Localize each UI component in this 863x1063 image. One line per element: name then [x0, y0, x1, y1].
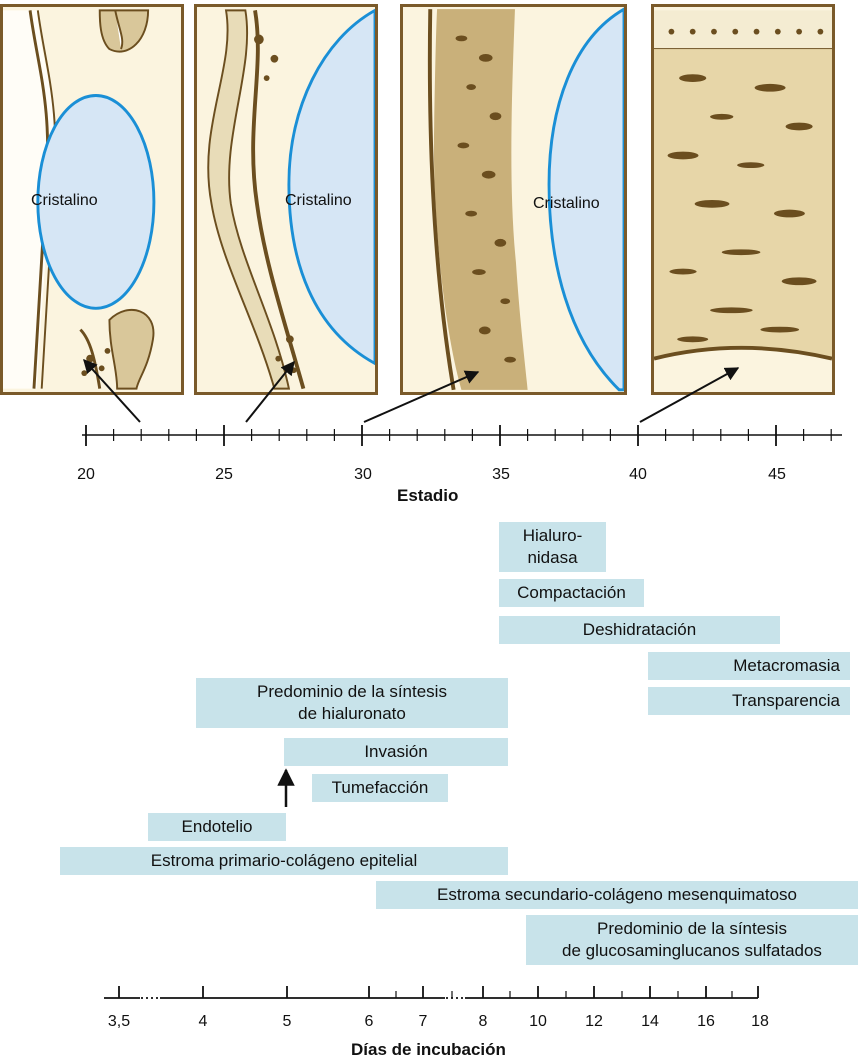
- day-tick-8: 8: [463, 1013, 503, 1031]
- bar-invasion: Invasión: [284, 738, 508, 766]
- day-tick-5: 5: [267, 1013, 307, 1031]
- day-tick-3-5: 3,5: [99, 1013, 139, 1031]
- stage-tick-25: 25: [204, 466, 244, 484]
- bar-tumefaccion: Tumefacción: [312, 774, 448, 802]
- day-tick-18: 18: [740, 1013, 780, 1031]
- day-tick-10: 10: [518, 1013, 558, 1031]
- bar-estroma-primario: Estroma primario-colágeno epitelial: [60, 847, 508, 875]
- stage-tick-45: 45: [757, 466, 797, 484]
- stage-axis-title: Estadio: [397, 486, 458, 506]
- stage-tick-30: 30: [343, 466, 383, 484]
- panel-stage-44-illustration: [654, 7, 832, 392]
- day-tick-12: 12: [574, 1013, 614, 1031]
- day-tick-16: 16: [686, 1013, 726, 1031]
- bar-endotelio: Endotelio: [148, 813, 286, 841]
- panel-stage-25: Cristalino: [194, 4, 378, 395]
- lens-label-3: Cristalino: [533, 195, 600, 213]
- lens-label-2: Cristalino: [285, 192, 352, 210]
- bar-estroma-secundario: Estroma secundario-colágeno mesenquimato…: [376, 881, 858, 909]
- stage-tick-20: 20: [66, 466, 106, 484]
- bar-metacromasia: Metacromasia: [648, 652, 850, 680]
- stage-tick-40: 40: [618, 466, 658, 484]
- bar-compactacion: Compactación: [499, 579, 644, 607]
- days-axis: [104, 986, 758, 998]
- lens-label-1: Cristalino: [31, 192, 98, 210]
- day-tick-4: 4: [183, 1013, 223, 1031]
- panel-stage-20: Cristalino: [0, 4, 184, 395]
- day-tick-6: 6: [349, 1013, 389, 1031]
- bar-hialuronidasa: Hialuro- nidasa: [499, 522, 606, 572]
- day-tick-14: 14: [630, 1013, 670, 1031]
- bar-glucosaminglucanos: Predominio de la síntesis de glucosaming…: [526, 915, 858, 965]
- bar-transparencia: Transparencia: [648, 687, 850, 715]
- stage-tick-35: 35: [481, 466, 521, 484]
- bar-hialuronato: Predominio de la síntesis de hialuronato: [196, 678, 508, 728]
- days-axis-title: Días de incubación: [351, 1040, 506, 1060]
- bar-deshidratacion: Deshidratación: [499, 616, 780, 644]
- panel-stage-34: Cristalino: [400, 4, 627, 395]
- panel-stage-44: [651, 4, 835, 395]
- day-tick-7: 7: [403, 1013, 443, 1031]
- stage-axis: [82, 425, 842, 446]
